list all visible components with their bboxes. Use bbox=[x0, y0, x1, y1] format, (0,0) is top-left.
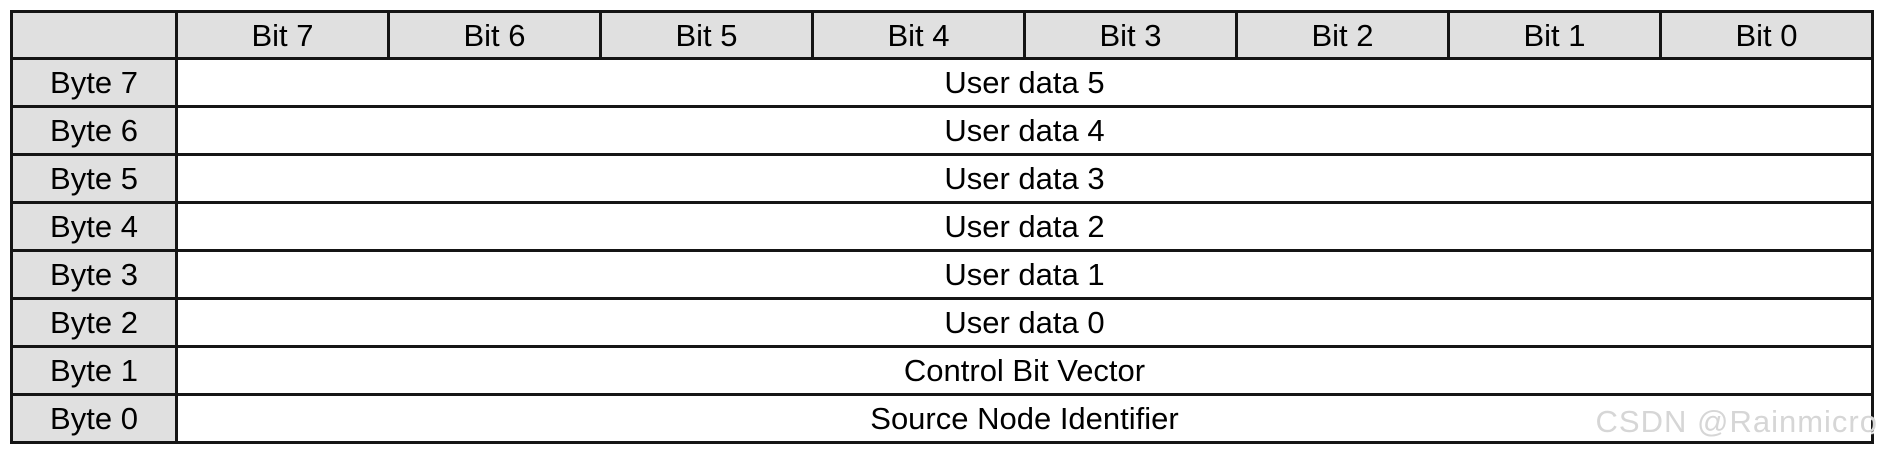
bit-header-3: Bit 3 bbox=[1023, 10, 1238, 60]
field-cell: User data 5 bbox=[175, 57, 1874, 108]
table-row-byte4: Byte 4 User data 2 bbox=[10, 201, 1874, 252]
table-row-byte5: Byte 5 User data 3 bbox=[10, 153, 1874, 204]
field-cell: Source Node Identifier bbox=[175, 393, 1874, 444]
bit-header-5: Bit 5 bbox=[599, 10, 814, 60]
field-cell: Control Bit Vector bbox=[175, 345, 1874, 396]
byte-label: Byte 0 bbox=[10, 393, 178, 444]
table-row-byte0: Byte 0 Source Node Identifier bbox=[10, 393, 1874, 444]
field-cell: User data 4 bbox=[175, 105, 1874, 156]
field-cell: User data 1 bbox=[175, 249, 1874, 300]
field-cell: User data 0 bbox=[175, 297, 1874, 348]
bit-header-4: Bit 4 bbox=[811, 10, 1026, 60]
bit-header-1: Bit 1 bbox=[1447, 10, 1662, 60]
bit-header-0: Bit 0 bbox=[1659, 10, 1874, 60]
table-row-byte1: Byte 1 Control Bit Vector bbox=[10, 345, 1874, 396]
corner-cell bbox=[10, 10, 178, 60]
table-row-byte6: Byte 6 User data 4 bbox=[10, 105, 1874, 156]
bit-header-2: Bit 2 bbox=[1235, 10, 1450, 60]
byte-label: Byte 4 bbox=[10, 201, 178, 252]
byte-label: Byte 5 bbox=[10, 153, 178, 204]
table-row-byte3: Byte 3 User data 1 bbox=[10, 249, 1874, 300]
table-row-byte7: Byte 7 User data 5 bbox=[10, 57, 1874, 108]
bit-header-6: Bit 6 bbox=[387, 10, 602, 60]
byte-label: Byte 3 bbox=[10, 249, 178, 300]
field-cell: User data 3 bbox=[175, 153, 1874, 204]
field-cell: User data 2 bbox=[175, 201, 1874, 252]
byte-label: Byte 1 bbox=[10, 345, 178, 396]
byte-label: Byte 6 bbox=[10, 105, 178, 156]
bit-header-row: Bit 7 Bit 6 Bit 5 Bit 4 Bit 3 Bit 2 Bit … bbox=[10, 10, 1874, 60]
bit-header-7: Bit 7 bbox=[175, 10, 390, 60]
byte-label: Byte 7 bbox=[10, 57, 178, 108]
byte-bit-layout-table: Bit 7 Bit 6 Bit 5 Bit 4 Bit 3 Bit 2 Bit … bbox=[10, 10, 1874, 444]
table-row-byte2: Byte 2 User data 0 bbox=[10, 297, 1874, 348]
byte-label: Byte 2 bbox=[10, 297, 178, 348]
